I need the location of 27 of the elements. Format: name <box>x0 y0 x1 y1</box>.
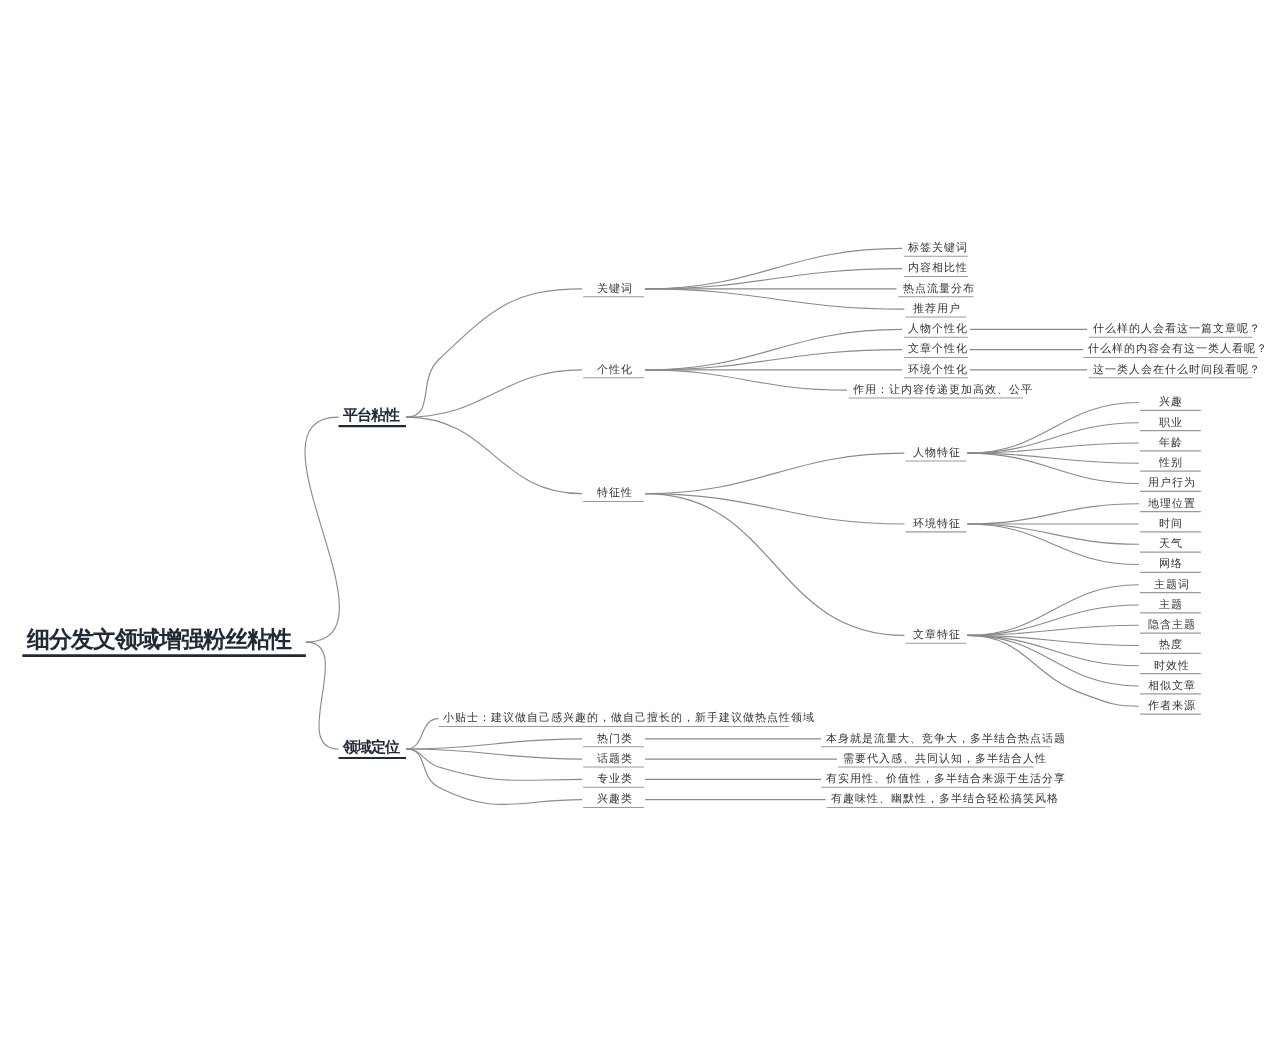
connector <box>966 400 1140 453</box>
connector <box>644 777 822 779</box>
connector <box>969 348 1084 350</box>
connector <box>305 640 340 749</box>
connector <box>405 368 583 417</box>
connector <box>966 451 1140 484</box>
connector <box>405 415 583 494</box>
connector <box>969 327 1088 329</box>
connector <box>405 747 583 804</box>
connector <box>644 368 848 390</box>
node-text: 细分发文领域增强粉丝粘性 <box>26 625 291 652</box>
connector <box>405 747 583 759</box>
connector <box>966 441 1140 453</box>
connector <box>969 368 1088 370</box>
connector <box>966 522 1140 565</box>
connector <box>644 798 827 800</box>
connector <box>644 492 905 635</box>
connector <box>405 717 440 749</box>
connector <box>405 287 583 417</box>
connector <box>966 633 1140 706</box>
connector <box>405 747 583 780</box>
connector <box>644 757 838 759</box>
connector <box>644 287 905 309</box>
connector <box>966 451 1140 463</box>
connector <box>966 421 1140 453</box>
connector <box>304 415 340 642</box>
connector <box>644 737 822 739</box>
